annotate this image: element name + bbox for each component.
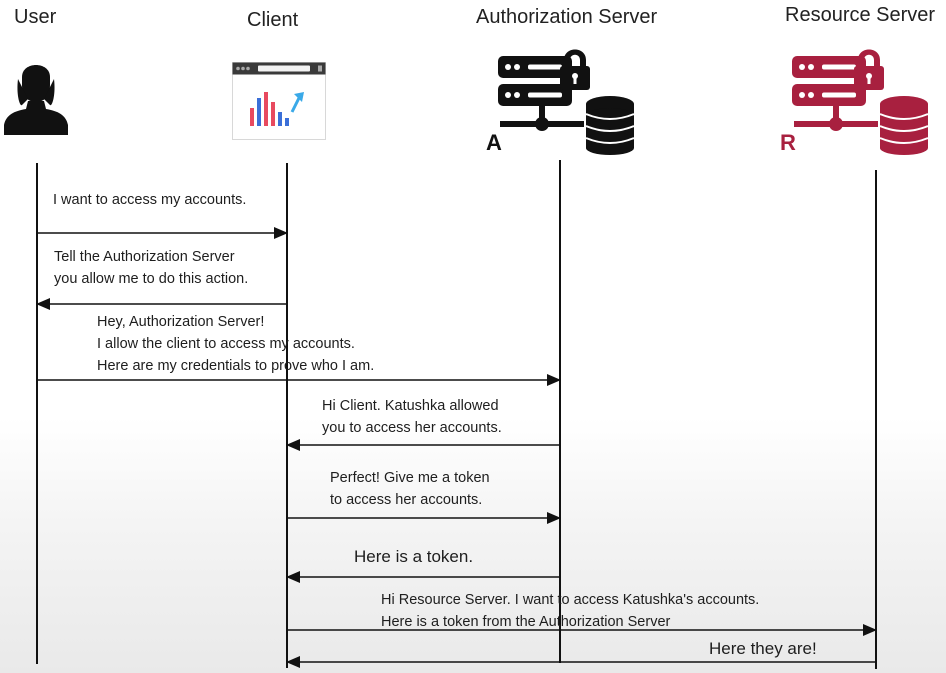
message-line: to access her accounts. xyxy=(330,492,483,508)
message-label-3: Hey, Authorization Server! I allow the c… xyxy=(97,311,374,377)
auth-server-badge: A xyxy=(486,130,502,155)
message-line: you allow me to do this action. xyxy=(54,271,249,287)
message-line: Here they are! xyxy=(709,639,817,658)
message-label-4: Hi Client. Katushka allowed you to acces… xyxy=(322,395,502,439)
resource-server-icon: R xyxy=(780,49,929,155)
message-line: Here are my credentials to prove who I a… xyxy=(97,358,375,374)
message-line: I want to access my accounts. xyxy=(53,192,247,208)
resource-server-badge: R xyxy=(780,130,796,155)
message-label-5: Perfect! Give me a token to access her a… xyxy=(330,467,490,511)
message-line: Hey, Authorization Server! xyxy=(97,314,265,330)
message-line: Here is a token from the Authorization S… xyxy=(381,614,671,630)
message-line: Tell the Authorization Server xyxy=(54,249,235,265)
message-label-1: I want to access my accounts. xyxy=(53,189,246,211)
message-line: I allow the client to access my accounts… xyxy=(97,336,355,352)
actor-label-resource-server: Resource Server xyxy=(785,4,936,26)
message-line: Perfect! Give me a token xyxy=(330,470,490,486)
message-label-2: Tell the Authorization Server you allow … xyxy=(54,246,248,290)
actor-label-user: User xyxy=(14,6,57,28)
message-line: Here is a token. xyxy=(354,547,474,566)
message-label-8: Here they are! xyxy=(709,638,817,660)
actor-label-authorization-server: Authorization Server xyxy=(476,6,658,28)
message-label-6: Here is a token. xyxy=(354,546,473,568)
message-line: Hi Client. Katushka allowed xyxy=(322,398,499,414)
browser-chart-icon xyxy=(232,62,326,140)
message-label-7: Hi Resource Server. I want to access Kat… xyxy=(381,589,759,633)
person-silhouette-icon xyxy=(4,65,68,135)
actor-label-client: Client xyxy=(247,9,299,31)
message-line: Hi Resource Server. I want to access Kat… xyxy=(381,592,760,608)
message-line: you to access her accounts. xyxy=(322,420,502,436)
authorization-server-icon: A xyxy=(486,49,635,155)
